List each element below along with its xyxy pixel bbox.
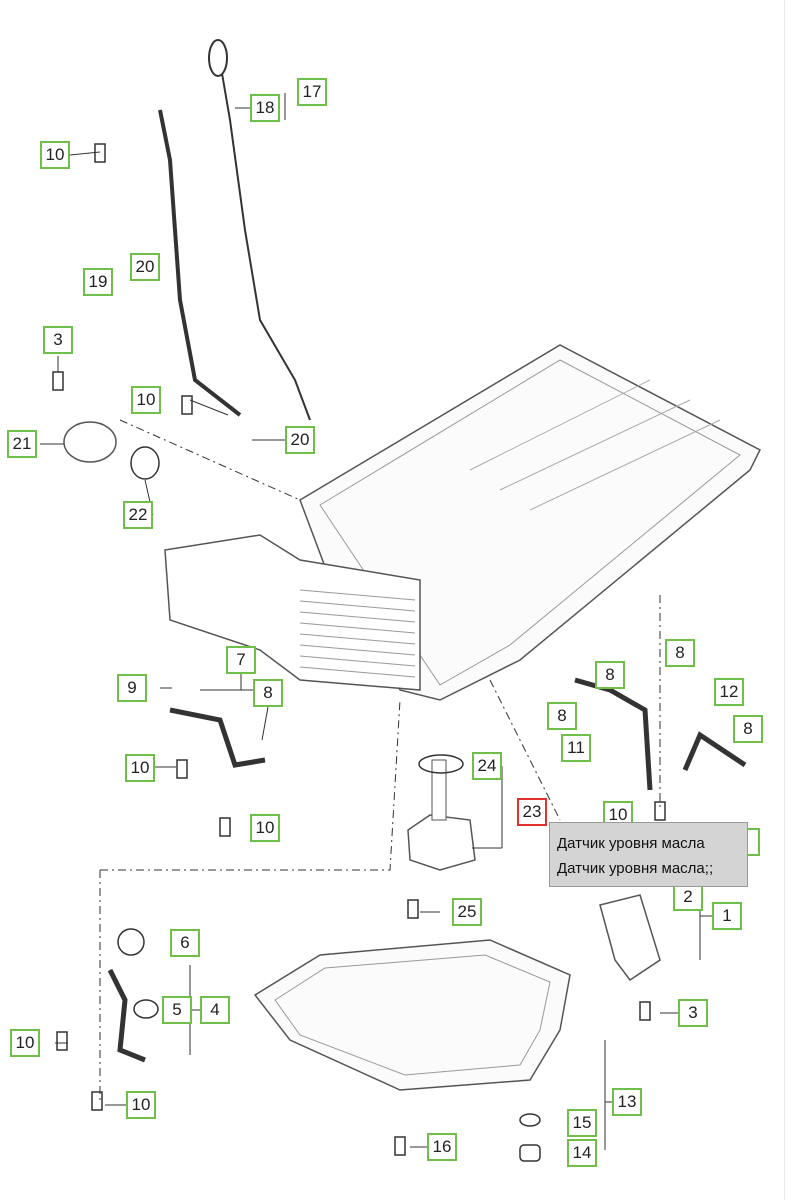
bolt-icon xyxy=(219,817,231,837)
callout-14[interactable]: 14 xyxy=(567,1139,597,1167)
center-line xyxy=(119,419,301,501)
leader-line xyxy=(69,151,101,156)
bolt-icon xyxy=(639,1001,651,1021)
bolt-icon xyxy=(181,395,193,415)
leader-line xyxy=(189,399,229,416)
callout-24[interactable]: 24 xyxy=(472,752,502,780)
callout-2[interactable]: 2 xyxy=(673,883,703,911)
oil-level-sensor-probe xyxy=(431,759,447,821)
callout-20[interactable]: 20 xyxy=(130,253,160,281)
callout-8[interactable]: 8 xyxy=(595,661,625,689)
bolt-icon xyxy=(52,371,64,391)
callout-10[interactable]: 10 xyxy=(126,1091,156,1119)
drain-plug-14 xyxy=(519,1144,541,1162)
callout-12[interactable]: 12 xyxy=(714,678,744,706)
callout-8[interactable]: 8 xyxy=(547,702,577,730)
callout-20[interactable]: 20 xyxy=(285,426,315,454)
oil-cooler-fin xyxy=(299,666,416,678)
oil-cooler-fin xyxy=(299,600,416,612)
callout-10[interactable]: 10 xyxy=(250,814,280,842)
callout-8[interactable]: 8 xyxy=(733,715,763,743)
washer-15 xyxy=(519,1113,541,1127)
bolt-icon xyxy=(94,143,106,163)
dipstick-handle xyxy=(208,39,228,77)
oil-cooler xyxy=(164,534,421,691)
part-tooltip: Датчик уровня масла Датчик уровня масла;… xyxy=(549,822,748,887)
sensor-o-ring xyxy=(418,754,464,774)
callout-10[interactable]: 10 xyxy=(131,386,161,414)
oil-pipe-4 xyxy=(107,968,146,1063)
callout-18[interactable]: 18 xyxy=(250,94,280,122)
oil-cooler-fin xyxy=(299,644,416,656)
lower-oil-pan-inner xyxy=(274,954,551,1076)
bolt-icon xyxy=(176,759,188,779)
oil-level-sensor xyxy=(407,814,476,871)
callout-7[interactable]: 7 xyxy=(226,646,256,674)
tooltip-line-2: Датчик уровня масла;; xyxy=(557,860,714,877)
callout-21[interactable]: 21 xyxy=(7,430,37,458)
callout-16[interactable]: 16 xyxy=(427,1133,457,1161)
tooltip-line-1: Датчик уровня масла xyxy=(557,835,705,852)
oil-pipe-7 xyxy=(169,707,266,768)
callout-11[interactable]: 11 xyxy=(561,734,591,762)
callout-8[interactable]: 8 xyxy=(253,679,283,707)
flange-21 xyxy=(63,421,117,463)
oil-cooler-fin xyxy=(299,633,416,645)
callout-10[interactable]: 10 xyxy=(40,141,70,169)
callout-23[interactable]: 23 xyxy=(517,798,547,826)
callout-3[interactable]: 3 xyxy=(43,326,73,354)
oil-pipe-12 xyxy=(682,731,747,771)
callout-6[interactable]: 6 xyxy=(170,929,200,957)
center-line xyxy=(489,679,561,821)
callout-19[interactable]: 19 xyxy=(83,268,113,296)
callout-25[interactable]: 25 xyxy=(452,898,482,926)
bolt-icon xyxy=(407,899,419,919)
scrollbar-edge xyxy=(784,0,791,1200)
callout-4[interactable]: 4 xyxy=(200,996,230,1024)
callout-5[interactable]: 5 xyxy=(162,996,192,1024)
lower-oil-pan xyxy=(253,939,571,1091)
callout-22[interactable]: 22 xyxy=(123,501,153,529)
oil-cooler-fin xyxy=(299,589,416,601)
center-line xyxy=(100,699,401,871)
callout-9[interactable]: 9 xyxy=(117,674,147,702)
callout-1[interactable]: 1 xyxy=(712,902,742,930)
o-ring-5 xyxy=(133,999,159,1019)
oil-cooler-fin xyxy=(299,655,416,667)
bolt-icon xyxy=(91,1091,103,1111)
bolt-icon xyxy=(56,1031,68,1051)
gasket-22 xyxy=(130,446,160,480)
callout-10[interactable]: 10 xyxy=(10,1029,40,1057)
oil-cooler-fin xyxy=(299,622,416,634)
bolt-icon xyxy=(654,801,666,821)
callout-10[interactable]: 10 xyxy=(125,754,155,782)
leader-line xyxy=(261,706,269,741)
callout-3[interactable]: 3 xyxy=(678,999,708,1027)
callout-17[interactable]: 17 xyxy=(297,78,327,106)
oil-pipe-11 xyxy=(574,677,653,791)
callout-15[interactable]: 15 xyxy=(567,1109,597,1137)
o-ring-6 xyxy=(117,928,145,956)
bolt-icon xyxy=(394,1136,406,1156)
dipstick xyxy=(217,49,311,421)
callout-13[interactable]: 13 xyxy=(612,1088,642,1116)
callout-8[interactable]: 8 xyxy=(665,639,695,667)
oil-cooler-fin xyxy=(299,611,416,623)
upper-oil-pan-ribs xyxy=(469,379,721,511)
dipstick-tube xyxy=(158,109,242,417)
oil-pump-pickup xyxy=(599,894,661,982)
